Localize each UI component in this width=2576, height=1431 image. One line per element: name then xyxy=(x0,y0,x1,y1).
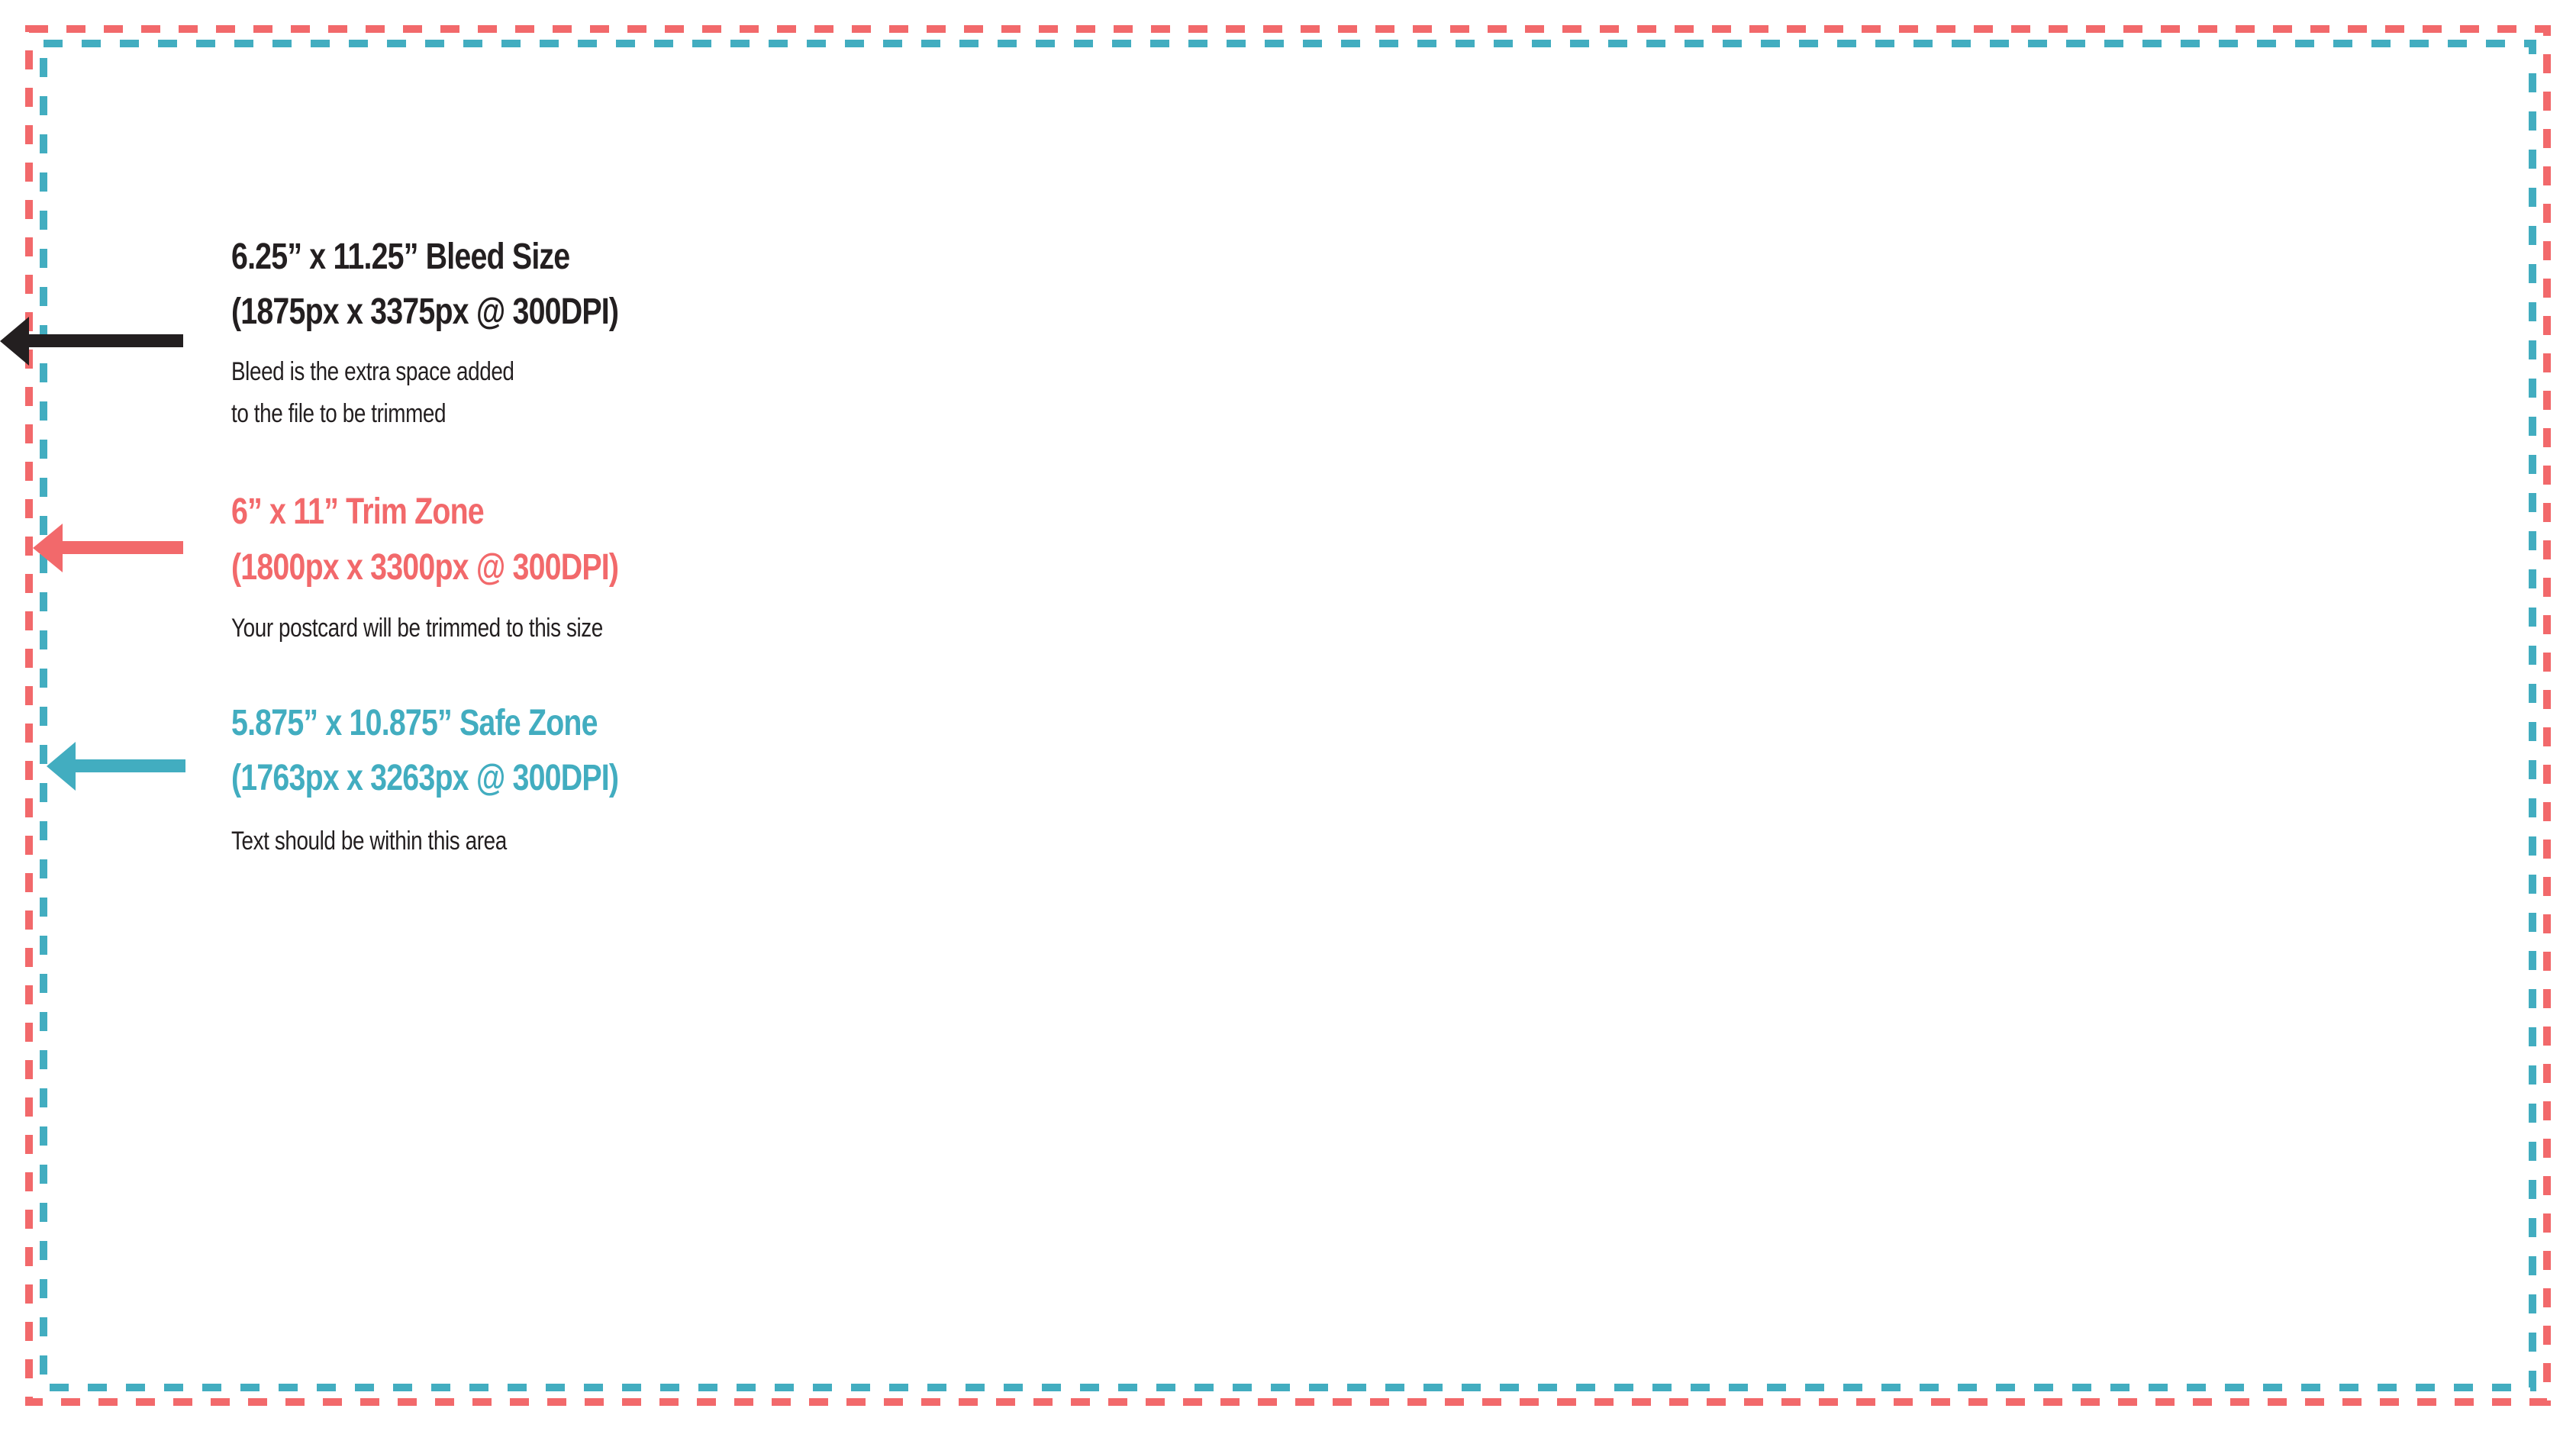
safe-zone-border xyxy=(40,40,2536,1391)
safe-description: Text should be within this area xyxy=(231,827,507,856)
safe-title: 5.875” x 10.875” Safe Zone xyxy=(231,703,598,743)
trim-arrow-icon xyxy=(33,524,183,572)
bleed-arrow-icon xyxy=(0,317,183,366)
bleed-subtitle: (1875px x 3375px @ 300DPI) xyxy=(231,292,619,332)
trim-subtitle: (1800px x 3300px @ 300DPI) xyxy=(231,547,619,588)
trim-title: 6” x 11” Trim Zone xyxy=(231,492,485,532)
trim-description: Your postcard will be trimmed to this si… xyxy=(231,614,603,643)
bleed-description-1: Bleed is the extra space added xyxy=(231,357,514,386)
safe-subtitle: (1763px x 3263px @ 300DPI) xyxy=(231,758,619,798)
safe-arrow-icon xyxy=(47,742,185,791)
bleed-title: 6.25” x 11.25” Bleed Size xyxy=(231,237,570,277)
bleed-description-2: to the file to be trimmed xyxy=(231,399,447,428)
